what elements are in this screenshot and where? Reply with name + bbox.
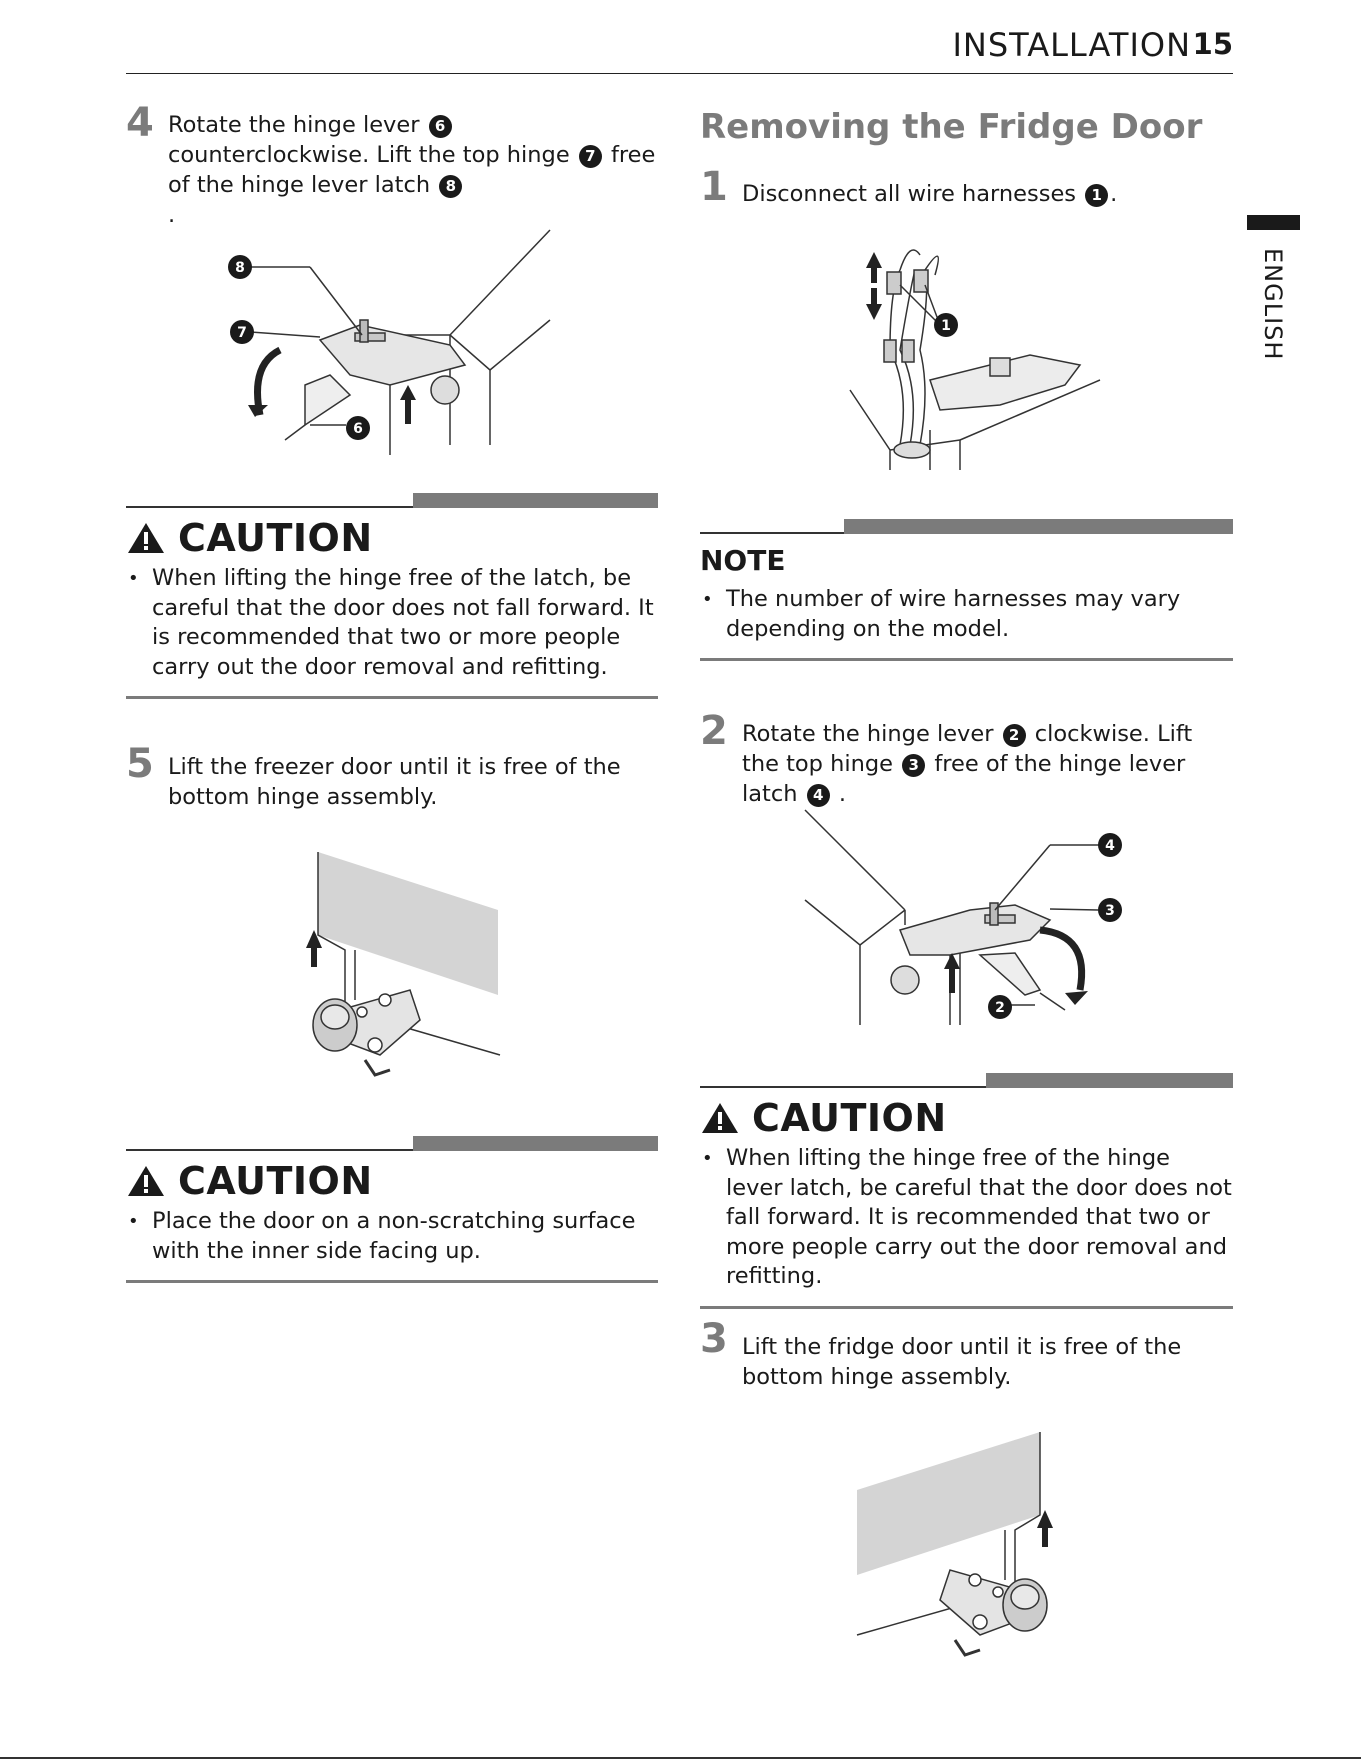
page-number: 15: [1192, 27, 1233, 61]
caution-title-text: CAUTION: [178, 1159, 373, 1203]
caution-box-2: CAUTION Place the door on a non-scratchi…: [126, 1136, 658, 1283]
step-4-text-end: .: [168, 202, 176, 228]
step-4-number: 4: [126, 100, 154, 146]
step-5-number: 5: [126, 741, 154, 787]
step-4-text-mid1: counterclockwise. Lift the top hinge: [168, 142, 570, 168]
figure-1-callouts: 8 7 6: [228, 255, 370, 440]
note-title: NOTE: [700, 544, 786, 577]
caution-title-3: CAUTION: [700, 1096, 1233, 1140]
step-2-text-pre: Rotate the hinge lever: [742, 721, 994, 747]
caution-3-bullet: When lifting the hinge free of the hinge…: [700, 1144, 1233, 1292]
callout-4-icon: 4: [1105, 838, 1115, 854]
section-heading: Removing the Fridge Door: [700, 107, 1203, 147]
note-bullet: The number of wire harnesses may vary de…: [700, 585, 1233, 644]
page-bottom-rule: [0, 1757, 1361, 1759]
language-tab-marker: [1247, 215, 1300, 230]
step-4-text-mid2: free of the hinge lever latch: [168, 142, 656, 198]
freezer-bottom-hinge-illustration: [306, 852, 501, 1077]
callout-2-icon: 2: [995, 1000, 1005, 1016]
wire-harness-illustration: 1: [849, 249, 1101, 470]
step-5-text: Lift the freezer door until it is free o…: [168, 754, 621, 810]
step-3-text: Lift the fridge door until it is free of…: [742, 1334, 1182, 1390]
caution-title-text: CAUTION: [178, 516, 373, 560]
step-1-text-main: Disconnect all wire harnesses: [742, 181, 1077, 207]
callout-4-icon: 4: [806, 784, 830, 807]
caution-box-1: CAUTION When lifting the hinge free of t…: [126, 493, 658, 699]
callout-3-icon: 3: [1105, 903, 1115, 919]
callout-1-icon: 1: [941, 318, 951, 334]
step-4-text: Rotate the hinge lever 6 counterclockwis…: [168, 110, 658, 230]
caution-title-1: CAUTION: [126, 516, 658, 560]
caution-1-bullet: When lifting the hinge free of the latch…: [126, 564, 658, 682]
caution-box-3: CAUTION When lifting the hinge free of t…: [700, 1073, 1233, 1309]
step-3-number: 3: [700, 1316, 728, 1362]
callout-8-icon: 8: [439, 175, 463, 198]
language-tab-label: ENGLISH: [1259, 248, 1287, 361]
callout-1-icon: 1: [1085, 184, 1109, 207]
callout-6-icon: 6: [428, 115, 452, 138]
caution-title-text: CAUTION: [752, 1096, 947, 1140]
callout-7-icon: 7: [578, 145, 602, 168]
caution-2-bullet: Place the door on a non-scratching surfa…: [126, 1207, 658, 1266]
step-4-text-pre: Rotate the hinge lever: [168, 112, 420, 138]
callout-8-icon: 8: [235, 260, 245, 276]
callout-2-icon: 2: [1002, 724, 1026, 747]
warning-icon: [702, 1103, 738, 1133]
warning-icon: [128, 1166, 164, 1196]
note-box: NOTE The number of wire harnesses may va…: [700, 519, 1233, 661]
step-2-number: 2: [700, 708, 728, 754]
freezer-top-hinge-illustration: 8 7 6: [228, 229, 551, 455]
header-divider: [126, 73, 1233, 74]
step-1-text: Disconnect all wire harnesses 1.: [742, 179, 1222, 209]
step-2-text-mid2: free of the hinge lever latch: [742, 751, 1186, 807]
step-1-text-end: .: [1110, 181, 1118, 207]
step-2-text: Rotate the hinge lever 2 clockwise. Lift…: [742, 719, 1232, 809]
step-1-number: 1: [700, 164, 728, 210]
step-2-text-mid1: clockwise. Lift the top hinge: [742, 721, 1193, 777]
warning-icon: [128, 523, 164, 553]
callout-7-icon: 7: [237, 325, 247, 341]
fridge-bottom-hinge-illustration: [856, 1432, 1053, 1657]
page-section-title: INSTALLATION: [952, 26, 1191, 64]
callout-6-icon: 6: [353, 421, 363, 437]
callout-3-icon: 3: [902, 754, 926, 777]
step-2-text-end: .: [838, 781, 846, 807]
caution-title-2: CAUTION: [126, 1159, 658, 1203]
fridge-top-hinge-illustration: 4 3 2: [804, 809, 1122, 1025]
